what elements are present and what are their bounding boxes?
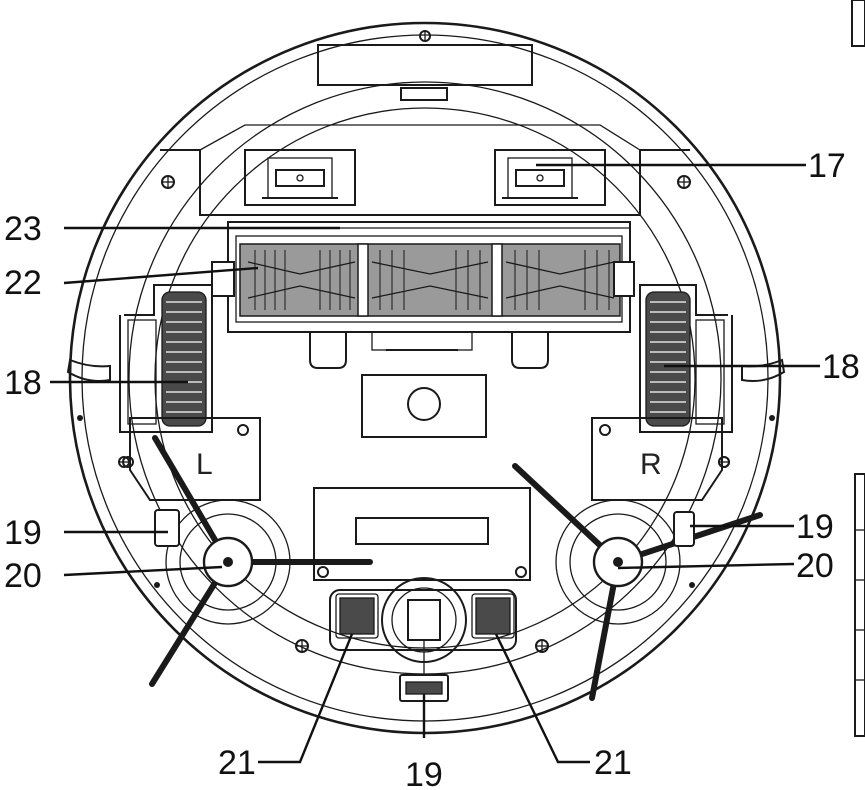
battery-cover [313, 487, 531, 581]
wheel-module-right: R [591, 284, 786, 501]
brush-bristle-ticks [254, 250, 610, 310]
dust-bin-housing [160, 124, 690, 216]
callout-20-left: 20 [4, 557, 42, 595]
front-caster-assembly [329, 577, 517, 702]
side-brush-right [512, 463, 763, 701]
bin-latch-right [494, 149, 606, 206]
callout-18-left: 18 [4, 364, 42, 402]
callout-21-left: 21 [218, 744, 256, 782]
wheel-module-left: L [66, 284, 261, 501]
callout-18-right: 18 [822, 348, 860, 386]
left-wheel-marker: L [196, 448, 213, 481]
side-brush-left [149, 435, 373, 687]
center-sensor-window [361, 374, 487, 438]
main-brush [211, 243, 635, 317]
callout-labels: 17 23 22 18 18 19 20 19 20 21 19 21 [4, 147, 860, 790]
callout-20-right: 20 [796, 547, 834, 585]
callout-19-bottom: 19 [405, 756, 443, 790]
callout-23: 23 [4, 210, 42, 248]
right-wheel-marker: R [640, 448, 662, 481]
callout-19-left: 19 [4, 514, 42, 552]
partial-table-edge [851, 0, 865, 737]
callout-19-right: 19 [796, 508, 834, 546]
leader-lines [50, 163, 820, 764]
brush-cover-tabs [309, 331, 549, 369]
callout-17: 17 [808, 147, 846, 185]
bin-latch-left [244, 149, 356, 206]
callout-22: 22 [4, 264, 42, 302]
body-screws [118, 175, 730, 653]
callout-21-right: 21 [594, 744, 632, 782]
